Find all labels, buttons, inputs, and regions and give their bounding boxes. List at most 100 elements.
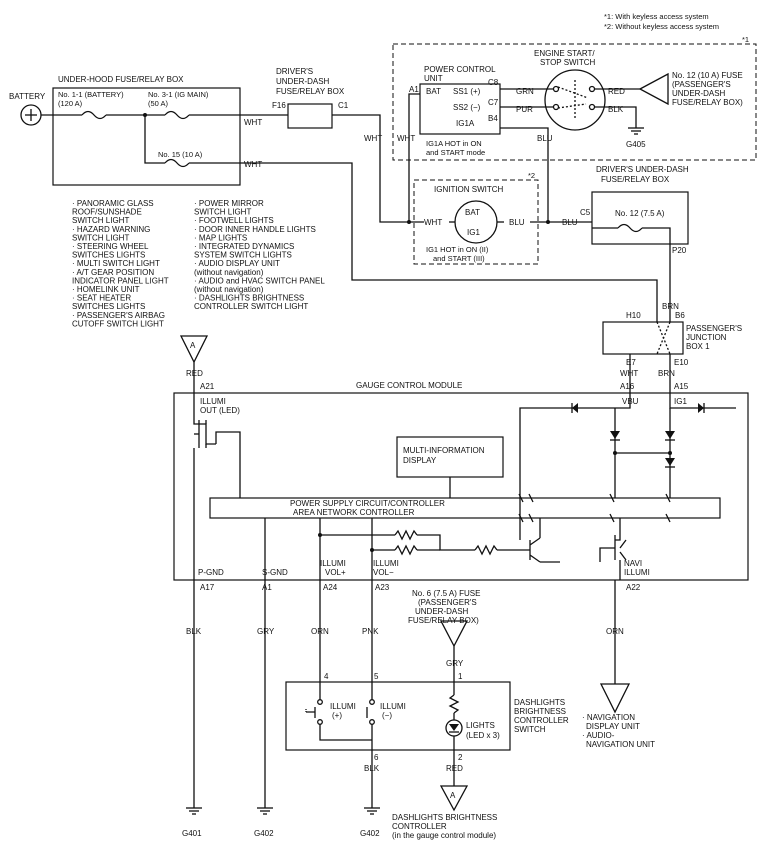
light-list-right-line: · DOOR INNER HANDLE LIGHTS (194, 225, 316, 234)
ground-g401-symbol (186, 807, 202, 815)
light-list-right-line: · AUDIO DISPLAY UNIT (194, 259, 280, 268)
wire-red-dimmer: RED (446, 764, 463, 773)
diode-vbu (572, 403, 578, 413)
wire-wht-pcu: WHT (397, 134, 415, 143)
dimmer-p4: 4 (324, 672, 329, 681)
pcu-pin-b4: B4 (488, 114, 498, 123)
gcm-vol-minus1: ILLUMI (373, 559, 399, 568)
light-list-right-line: SYSTEM SWITCH LIGHTS (194, 251, 292, 260)
fuse-12-7-5a-symbol (617, 223, 643, 233)
gcm-navi1: NAVI (624, 559, 642, 568)
light-list-right-line: · DASHLIGHTS BRIGHTNESS (194, 294, 304, 303)
ground-g402a-symbol (257, 807, 273, 815)
gcm-a15: A15 (674, 382, 689, 391)
dimmer-p6: 6 (374, 753, 379, 762)
driver-box-right-p20: P20 (672, 246, 687, 255)
gcm-illumi-out2: OUT (LED) (200, 406, 240, 415)
passenger-junction-box (602, 321, 684, 355)
pcu-title2: UNIT (424, 74, 443, 83)
battery-label: BATTERY (9, 92, 46, 101)
wire-blu-ignition: BLU (562, 218, 578, 227)
nav-unit-l1: · NAVIGATION (582, 713, 635, 722)
ignition-note2: and START (III) (433, 254, 485, 263)
light-list-left-line: SWITCH LIGHT (72, 233, 129, 242)
driver-box-right (591, 191, 689, 245)
lights-l2: (LED x 3) (466, 731, 500, 740)
illumi-plus-switch (306, 707, 316, 718)
note-keyless: *1: With keyless access system (604, 12, 709, 21)
gcm-pin-a23: A23 (375, 583, 390, 592)
wire-wht-gcm: WHT (620, 369, 638, 378)
light-list-left-line: INDICATOR PANEL LIGHT (72, 276, 169, 285)
fuse-1-1-rating: (120 A) (58, 99, 83, 108)
light-list-right-line: · FOOTWELL LIGHTS (194, 216, 274, 225)
wire-pnk-a23: PNK (362, 627, 379, 636)
light-list-left-line: · SEAT HEATER (72, 294, 131, 303)
pcu-note1: IG1A HOT in ON (426, 139, 482, 148)
light-list-left-line: ROOF/SUNSHADE (72, 208, 142, 217)
light-list-left-line: · PANORAMIC GLASS (72, 199, 154, 208)
illumi-minus-l2: (−) (382, 711, 392, 720)
pcu-ig1a: IG1A (456, 119, 475, 128)
driver-box-right-fuse: No. 12 (7.5 A) (615, 209, 665, 218)
note-no-keyless: *2: Without keyless access system (604, 22, 719, 31)
junction-e7: E7 (626, 358, 636, 367)
gcm-vol-minus2: VOL− (373, 568, 394, 577)
wire-blu-pcu: BLU (537, 134, 553, 143)
fuse6-l2: (PASSENGER'S (418, 598, 477, 607)
gcm-illumi-out1: ILLUMI (200, 397, 226, 406)
gcm-sgnd: S-GND (262, 568, 288, 577)
gcm-navi2: ILLUMI (624, 568, 650, 577)
light-list-left-line: · A/T GEAR POSITION (72, 268, 154, 277)
wire-gry-fuse6: GRY (446, 659, 464, 668)
illumi-plus-l1: ILLUMI (330, 702, 356, 711)
fuse12-ref-l1: No. 12 (10 A) FUSE (672, 71, 743, 80)
light-list-right-line: SWITCH LIGHT (194, 208, 251, 217)
ground-g401: G401 (182, 829, 202, 838)
driver-box-top-title1: DRIVER'S (276, 67, 313, 76)
light-list-left-line: SWITCHES LIGHTS (72, 251, 145, 260)
fuse12-ref-triangle (638, 72, 669, 106)
light-list-left-line: · HOMELINK UNIT (72, 285, 140, 294)
light-list-left-line: · PASSENGER'S AIRBAG (72, 311, 165, 320)
dimmer-title1: DASHLIGHTS (514, 698, 565, 707)
light-list-right-line: (without navigation) (194, 268, 264, 277)
dimmer-p2: 2 (458, 753, 463, 762)
fuse-3-1-rating: (50 A) (148, 99, 169, 108)
ignition-bat: BAT (465, 208, 480, 217)
light-list-left-line: CUTOFF SWITCH LIGHT (72, 319, 164, 328)
fuse-3-1-label: No. 3-1 (IG MAIN) (148, 90, 209, 99)
lights-l1: LIGHTS (466, 721, 495, 730)
mid-l1: MULTI-INFORMATION (403, 446, 485, 455)
wire-blk-dimmer: BLK (364, 764, 380, 773)
ignition-wht: WHT (424, 218, 442, 227)
dimmer-title2: BRIGHTNESS (514, 707, 566, 716)
pcu-title1: POWER CONTROL (424, 65, 496, 74)
ignition-ig1: IG1 (467, 228, 480, 237)
pcu-pin-c8: C8 (488, 78, 499, 87)
wire-brn-top: BRN (662, 302, 679, 311)
light-list-right-line: CONTROLLER SWITCH LIGHT (194, 302, 308, 311)
driver-box-top-pin-c1: C1 (338, 101, 349, 110)
nav-unit-l3: · AUDIO- (582, 731, 615, 740)
dashlights-switch-box (285, 681, 511, 751)
driver-box-top-title3: FUSE/RELAY BOX (276, 87, 345, 96)
engine-switch-title1: ENGINE START/ (534, 49, 595, 58)
ref-a-top: A (190, 341, 196, 350)
fuse12-ref-l2: (PASSENGER'S (672, 80, 731, 89)
wire-wht-to-ignition: WHT (364, 134, 382, 143)
wire-blk-engine: BLK (608, 105, 624, 114)
ref-a-bottom: A (450, 791, 456, 800)
fuse-1-1-symbol (81, 110, 107, 120)
gcm-title: GAUGE CONTROL MODULE (356, 381, 462, 390)
fuse12-ref-l4: FUSE/RELAY BOX) (672, 98, 743, 107)
junction-e10: E10 (674, 358, 689, 367)
keyless-dashed-box (392, 43, 757, 161)
fuse12-ref-l3: UNDER-DASH (672, 89, 726, 98)
ground-g405: G405 (626, 140, 646, 149)
wire-wht-top: WHT (244, 118, 262, 127)
ignition-note1: IG1 HOT in ON (II) (426, 245, 489, 254)
engine-switch-title2: STOP SWITCH (540, 58, 595, 67)
gcm-vol-plus2: VOL+ (325, 568, 346, 577)
